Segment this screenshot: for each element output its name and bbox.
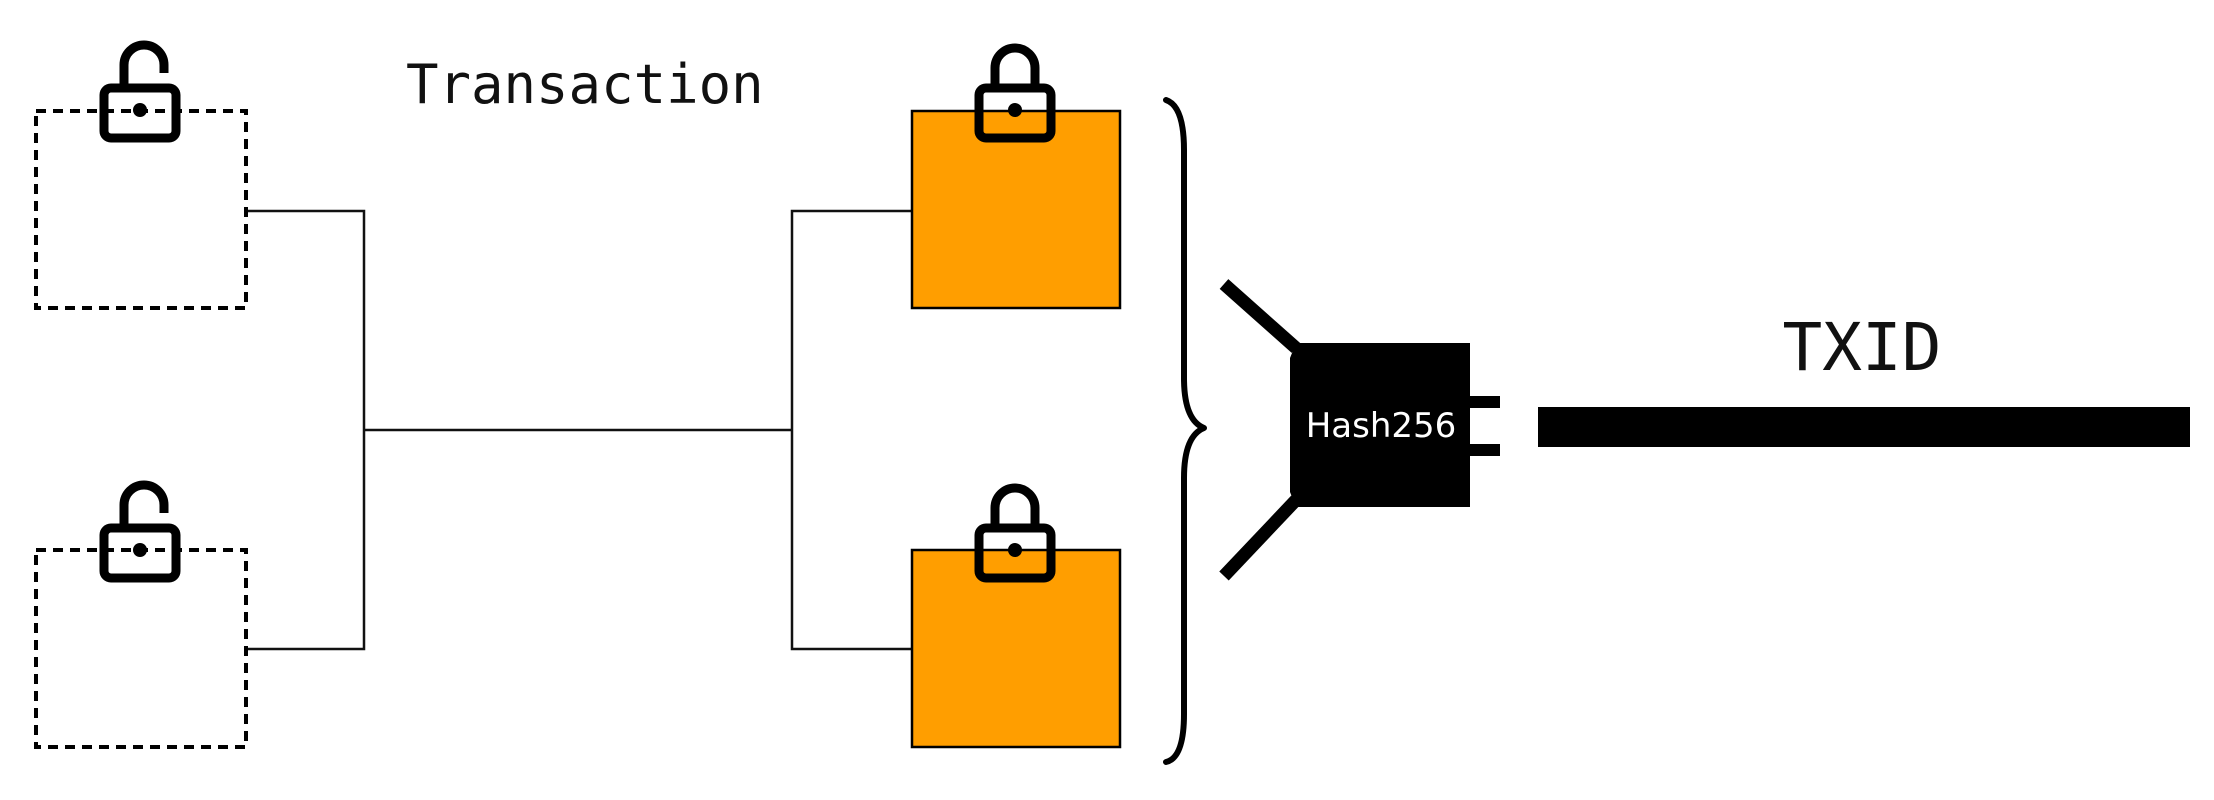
locked-padlock-icon [974,43,1056,143]
unlocked-padlock-icon [99,480,181,583]
txid-label: TXID [1783,309,1942,386]
connection-lines [246,209,912,651]
txid-bar [1538,407,2190,447]
transaction-title: Transaction [406,53,764,116]
locked-padlock-icon [974,483,1056,583]
output-box-1 [910,109,1122,310]
hash-function-label: Hash256 [1306,406,1457,446]
curly-brace [1163,97,1207,765]
hash-function-block: Hash256 [1219,279,1500,581]
unlocked-padlock-icon [99,40,181,143]
